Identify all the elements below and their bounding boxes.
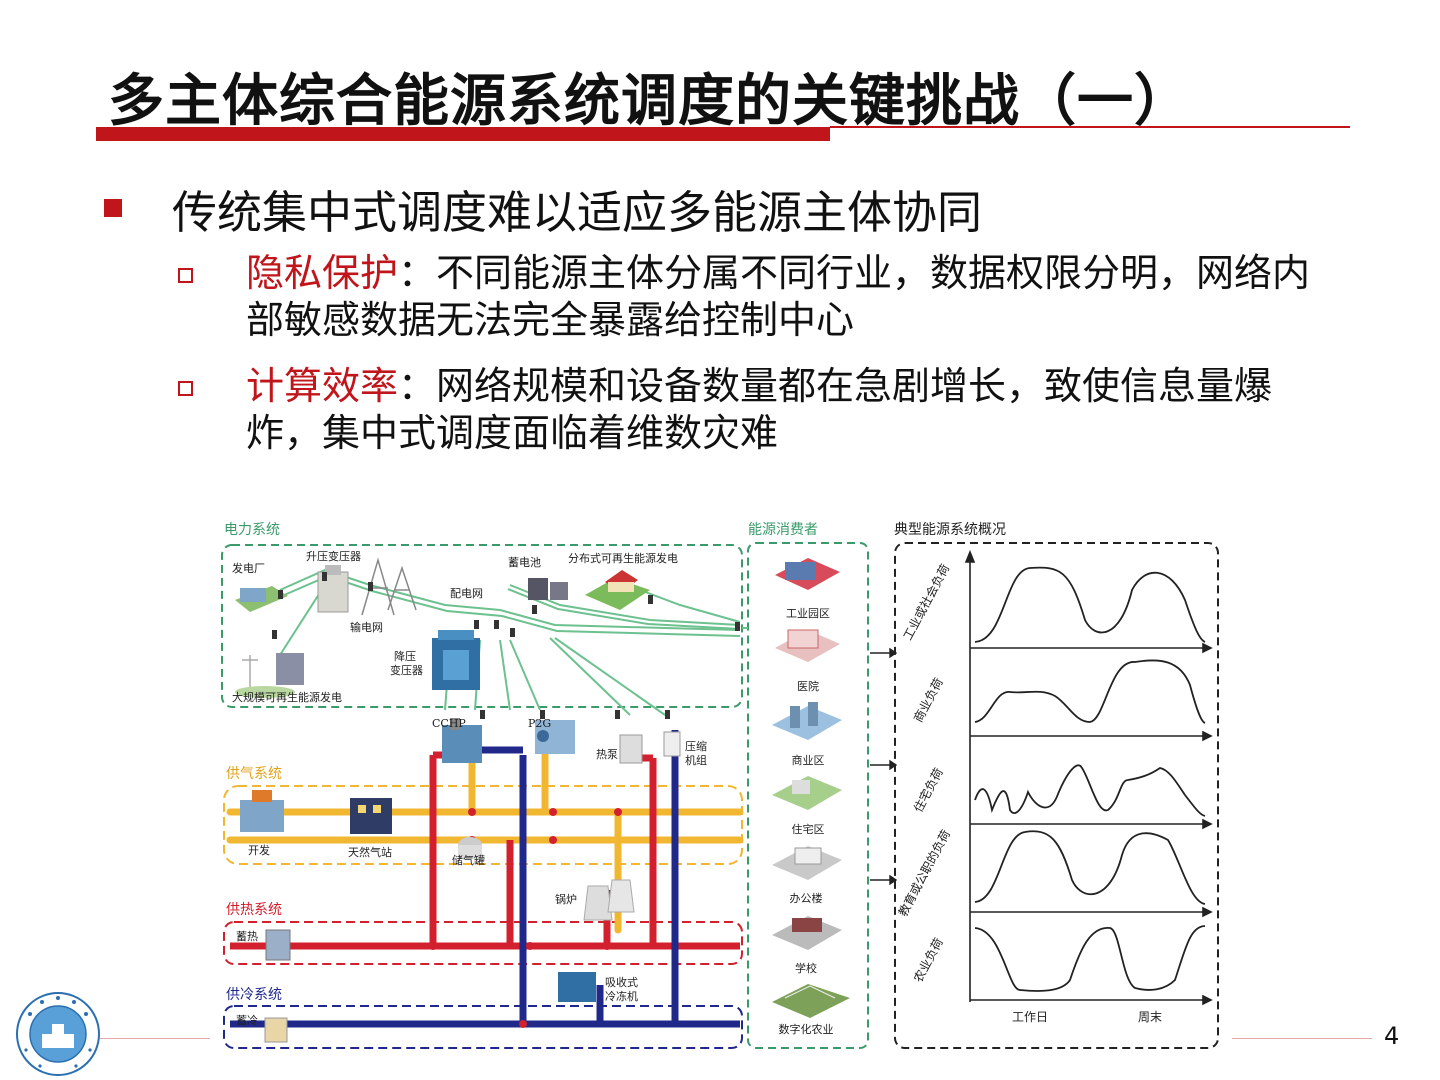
gas-pipes [226,751,744,934]
x-label-weekday: 工作日 [1012,1010,1048,1024]
sub-bullet-square-icon [178,268,193,283]
gas-tank-icon [458,837,482,859]
bullet-square-icon [104,199,122,217]
distributed-renewable-icon [585,570,650,610]
absorption-chiller-icon [558,972,596,1002]
label-compressor-1: 压缩 [685,740,707,753]
label-gas-dev: 开发 [248,843,270,857]
footer-line-right [1232,1038,1372,1039]
label-step-down-2: 变压器 [390,663,423,677]
sub-bullet-privacy: 隐私保护：不同能源主体分属不同行业，数据权限分明，网络内部敏感数据无法完全暴露给… [246,250,1346,344]
title-underline [96,127,830,141]
profile-label-5: 农业负荷 [911,936,946,985]
insulator-icons [272,572,740,719]
consumer-icons [772,558,850,1018]
x-label-weekend: 周末 [1138,1010,1162,1024]
label-absorption-2: 冷冻机 [605,989,638,1003]
page-number: 4 [1384,1022,1400,1050]
sub-bullet-efficiency-text: ：网络规模和设备数量都在急剧增长，致使信息量爆炸，集中式调度面临着维数灾难 [246,364,1273,455]
label-heat-system: 供热系统 [226,902,282,918]
step-down-transformer-icon [432,630,480,690]
consumer-label-4: 住宅区 [792,822,825,836]
consumer-label-1: 工业园区 [786,607,830,620]
profile-curves [974,566,1206,992]
label-gas-system: 供气系统 [226,766,282,782]
label-compressor-2: 机组 [685,753,707,767]
label-gas-station: 天然气站 [348,845,392,859]
sub-bullet-privacy-text: ：不同能源主体分属不同行业，数据权限分明，网络内部敏感数据无法完全暴露给控制中心 [246,251,1311,342]
label-step-down-1: 降压 [394,649,416,663]
label-power-system: 电力系统 [224,522,280,538]
large-renewable-icon [235,653,304,698]
profile-box [894,542,1219,1049]
label-cold-storage: 蓄冷 [236,1014,258,1027]
sub-bullet-privacy-term: 隐私保护 [246,251,399,295]
label-distribution: 配电网 [450,587,483,600]
label-boiler: 锅炉 [555,893,577,906]
consumer-box [747,542,869,1049]
profile-label-3: 住宅负荷 [910,765,946,814]
profile-label-4: 教育或公职的负荷 [895,827,953,919]
label-heat-storage: 蓄热 [236,930,258,943]
heat-pipes [230,751,740,950]
gas-system-box [223,785,743,865]
label-grid: 输电网 [350,620,383,634]
profile-label-1: 工业或社会负荷 [900,561,953,642]
residential-icon [772,776,842,810]
title-underline-thin [830,126,1350,128]
label-battery: 蓄电池 [508,556,541,569]
compressor-icon [663,731,681,757]
consumer-label-7: 数字化农业 [779,1022,834,1036]
heat-pump-icon [619,734,643,764]
cold-system-box [223,1005,743,1049]
consumer-label-5: 办公楼 [790,891,823,905]
bullet-main-text: 传统集中式调度难以适应多能源主体协同 [172,186,983,239]
label-profiles: 典型能源系统概况 [894,522,1006,538]
label-gas-tank: 储气罐 [452,853,485,867]
boiler-icon [583,879,635,921]
gas-development-icon [240,790,284,832]
label-distributed-re: 分布式可再生能源发电 [568,551,678,565]
consumer-profile-arrows [870,647,898,886]
label-p2g: P2G [528,717,551,730]
label-cchp: CCHP [432,717,466,730]
office-icon [772,846,842,880]
consumer-label-3: 商业区 [792,753,825,767]
power-lines [279,568,741,716]
profile-label-2: 商业负荷 [910,675,946,724]
gas-station-icon [350,798,392,834]
cold-pipes [230,730,740,1028]
footer-line-left [100,1038,210,1039]
p2g-icon [535,720,575,754]
label-step-up: 升压变压器 [306,549,361,563]
profile-axes [964,549,1213,1006]
label-large-re: 大规模可再生能源发电 [232,690,342,704]
power-plant-icon [235,586,288,612]
consumer-label-6: 学校 [795,961,817,975]
slide-title: 多主体综合能源系统调度的关键挑战（一） [108,69,1191,134]
commercial-icon [772,702,842,740]
label-cold-system: 供冷系统 [226,987,282,1003]
energy-system-figure: 电力系统 能源消费者 典型能源系统概况 供气系统 供热系统 供冷系统 [221,522,1219,1049]
cchp-icon [442,718,482,763]
industrial-park-icon [775,558,840,590]
consumer-label-2: 医院 [797,679,819,693]
university-seal-logo [16,992,100,1076]
sub-bullet-efficiency: 计算效率：网络规模和设备数量都在急剧增长，致使信息量爆炸，集中式调度面临着维数灾… [246,363,1346,457]
hospital-icon [775,629,840,662]
heat-system-box [223,921,743,965]
sub-bullet-efficiency-term: 计算效率 [246,364,399,408]
heat-storage-icon [265,929,291,961]
school-icon [772,916,842,950]
label-consumers: 能源消费者 [748,522,818,538]
power-system-box [221,544,743,708]
battery-icon [528,578,568,600]
sub-bullet-square-icon [178,381,193,396]
agriculture-icon [772,984,850,1018]
label-absorption-1: 吸收式 [605,975,638,989]
label-heat-pump: 热泵 [596,748,618,761]
cold-storage-icon [264,1017,288,1043]
label-power-plant: 发电厂 [232,561,265,575]
